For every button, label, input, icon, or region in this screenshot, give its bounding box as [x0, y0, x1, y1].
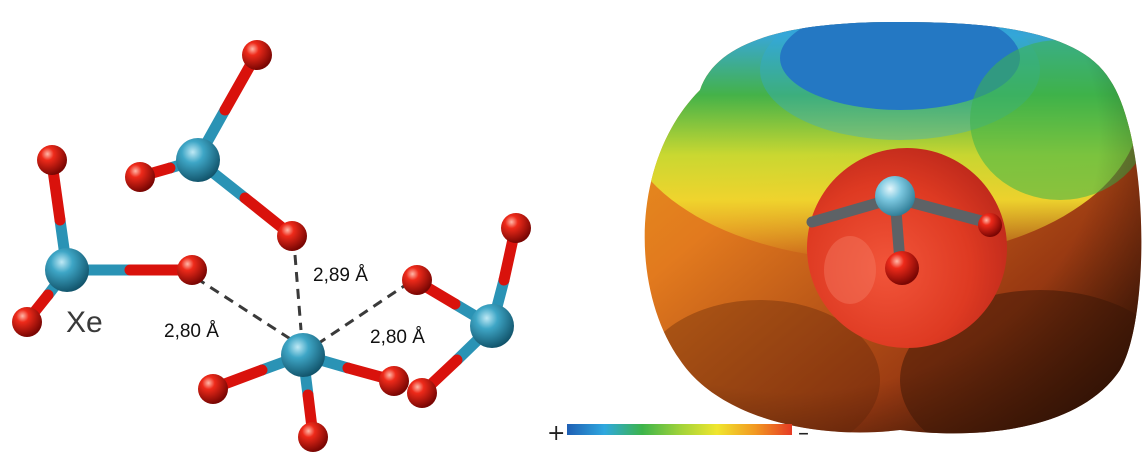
oxygen-atom: [242, 40, 272, 70]
xenon-atom: [281, 333, 325, 377]
oxygen-atom: [978, 213, 1002, 237]
oxygen-atom: [885, 251, 919, 285]
xenon-atom: [470, 304, 514, 348]
oxygen-atom: [379, 366, 409, 396]
distance-label-right: 2,80 Å: [370, 327, 425, 348]
oxygen-atom: [402, 265, 432, 295]
oxygen-atom: [501, 213, 531, 243]
distance-label-left: 2,80 Å: [164, 321, 219, 342]
xenon-atom: [875, 176, 915, 216]
contact-line-right: [315, 280, 411, 347]
distance-label-top: 2,89 Å: [313, 265, 368, 286]
xenon-atoms: [45, 138, 514, 377]
color-scale-minus-sign: –: [798, 421, 809, 446]
potential-cutaway: [807, 148, 1007, 348]
oxygen-atom: [12, 307, 42, 337]
molecule-diagram: Xe 2,80 Å 2,89 Å 2,80 Å: [12, 40, 531, 452]
contact-lines: [195, 254, 411, 347]
oxygen-atom: [277, 221, 307, 251]
oxygen-atoms: [12, 40, 531, 452]
oxygen-atom: [177, 255, 207, 285]
oxygen-atom: [125, 162, 155, 192]
bonds: [22, 51, 521, 442]
oxygen-atom: [198, 374, 228, 404]
contact-line-top: [293, 254, 303, 331]
xenon-atom: [176, 138, 220, 182]
oxygen-atom: [407, 378, 437, 408]
color-scale-bar: [567, 424, 792, 435]
color-scale: + –: [547, 421, 809, 446]
xenon-atom: [45, 248, 89, 292]
oxygen-atom: [298, 422, 328, 452]
atom-label-xe: Xe: [66, 306, 103, 339]
oxygen-atom: [37, 145, 67, 175]
potential-surface: [644, 22, 1142, 434]
xeo3-molecule: [806, 176, 1002, 285]
color-scale-plus-sign: +: [547, 421, 565, 446]
contact-line-left: [195, 276, 293, 342]
